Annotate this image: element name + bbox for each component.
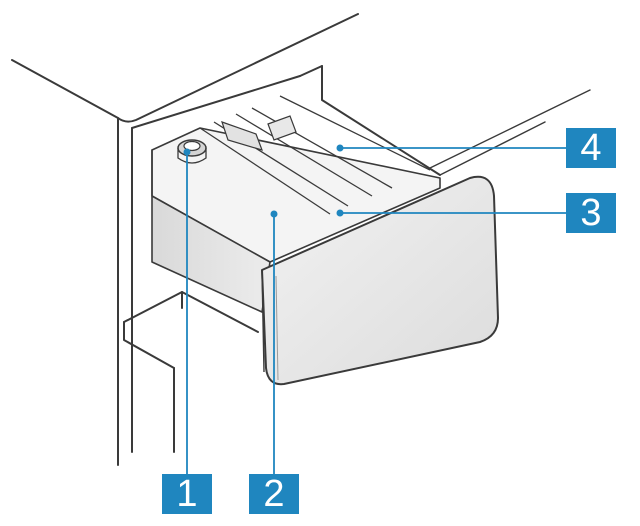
callout-4: 4 <box>566 128 616 168</box>
callout-3: 3 <box>566 193 616 233</box>
leader-dot-2 <box>270 210 278 218</box>
leader-lines <box>186 147 566 474</box>
leader-dots <box>183 144 344 218</box>
leader-dot-3 <box>336 209 344 217</box>
machine-body <box>11 13 591 466</box>
drawer-front <box>261 175 499 386</box>
callout-2: 2 <box>249 474 299 514</box>
drawer-body <box>151 95 441 313</box>
callout-1: 1 <box>162 474 212 514</box>
leader-dot-1 <box>183 148 191 156</box>
leader-dot-4 <box>336 144 344 152</box>
